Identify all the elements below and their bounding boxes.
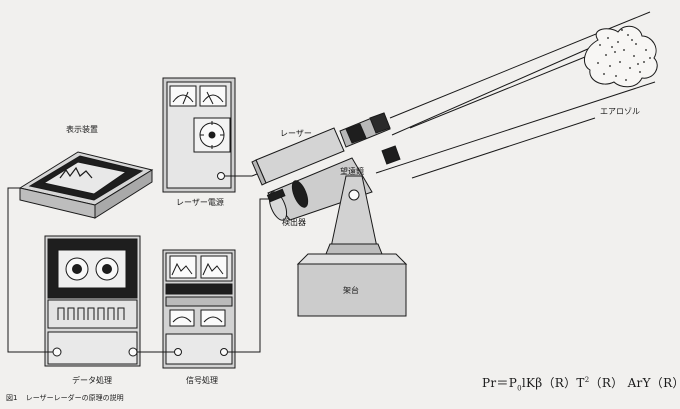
data-processing-unit bbox=[44, 235, 141, 367]
display-device bbox=[18, 151, 154, 219]
formula-part-3: （R） ArY（R）／R bbox=[589, 376, 680, 390]
lidar-equation: Pr＝P0lKβ（R）T2（R） ArY（R）／R2 bbox=[482, 374, 680, 392]
label-data-processing: データ処理 bbox=[72, 376, 112, 385]
formula-part-2: lKβ（R）T bbox=[521, 376, 585, 390]
signal-processing-unit bbox=[162, 249, 236, 369]
mount-pedestal bbox=[296, 175, 408, 317]
label-aerosol: エアロゾル bbox=[600, 107, 640, 116]
figure-number: 図1 bbox=[6, 394, 18, 402]
label-laser: レーザー bbox=[280, 129, 312, 138]
aerosol-cloud bbox=[583, 25, 658, 88]
label-telescope: 望遠鏡 bbox=[340, 167, 364, 176]
figure-caption: 図1 レーザーレーダーの原理の説明 bbox=[6, 393, 124, 403]
formula-superscript-1: 2 bbox=[584, 376, 590, 384]
label-signal-processing: 信号処理 bbox=[186, 376, 218, 385]
formula-subscript-0: 0 bbox=[517, 384, 522, 393]
laser-head bbox=[251, 112, 391, 186]
label-mount: 架台 bbox=[343, 286, 359, 295]
label-laser-power-supply: レーザー電源 bbox=[176, 198, 224, 207]
laser-power-supply bbox=[162, 77, 236, 193]
formula-part-1: Pr＝P bbox=[482, 376, 518, 390]
figure-caption-text: レーザーレーダーの原理の説明 bbox=[25, 394, 124, 402]
label-detector: 検出器 bbox=[282, 218, 306, 227]
label-display-device: 表示装置 bbox=[66, 125, 98, 134]
telescope bbox=[266, 145, 401, 221]
